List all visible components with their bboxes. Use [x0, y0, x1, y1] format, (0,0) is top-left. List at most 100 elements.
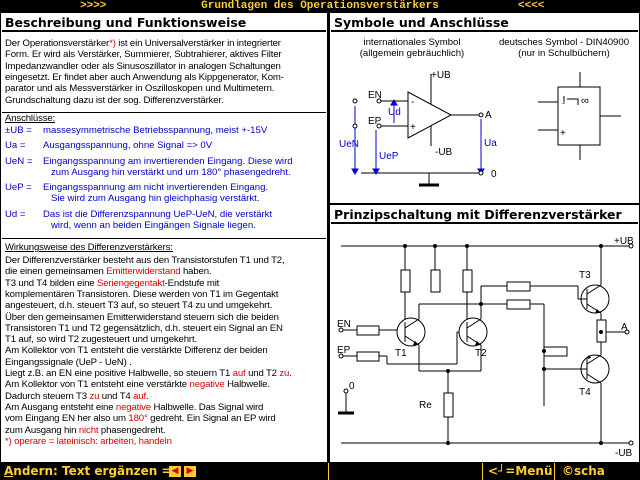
intro-line: Der Operationsverstärker*) ist ein Unive… [5, 38, 281, 49]
connection-key: ±UB = [5, 125, 32, 136]
connection-definition: Ua = Ausgangsspannung, ohne Signal => 0V [5, 140, 212, 152]
sch-re: Re [419, 400, 432, 411]
t2-circle [458, 317, 488, 347]
intl-symbol-sublabel: (allgemein gebräuchlich) [359, 48, 465, 59]
de-symbol-sublabel: (nur in Schulbüchern) [518, 48, 610, 59]
connection-value: Eingangsspannung am nicht invertierenden… [43, 182, 269, 194]
function-title: Wirkungsweise des Differenzverstärkers: [5, 242, 173, 253]
sch-zero: 0 [349, 381, 355, 392]
intro-line: Impedanzwandler oder als Sinusoszillator… [5, 60, 281, 72]
sch-ub-minus: -UB [615, 448, 633, 459]
function-line: *) operare = lateinisch: arbeiten, hande… [5, 435, 172, 447]
sch-ep: EP [337, 345, 351, 356]
ud-label: Ud [388, 107, 401, 118]
intl-opamp-symbol [361, 74, 481, 187]
function-line: Am Ausgang entsteht eine negative Halbwe… [5, 401, 264, 413]
divider [482, 463, 483, 480]
connection-value: Ausgangsspannung, ohne Signal => 0V [43, 140, 213, 152]
divider [2, 112, 326, 113]
menu-button[interactable]: <┘=Menü [488, 464, 553, 478]
connection-key: Ud = [5, 208, 26, 220]
din-plus: + [560, 128, 566, 139]
connection-key: UeP = [5, 182, 32, 194]
sch-a: A [621, 322, 628, 333]
prev-page-button[interactable]: ◀ [169, 466, 181, 477]
function-line: T1 auf, so wird T2 zugesteuert und umgek… [5, 334, 197, 346]
din-minus: - [562, 98, 565, 109]
connections-title: Anschlüsse: [5, 113, 56, 124]
plus-sign: + [410, 122, 416, 133]
divider [328, 463, 329, 480]
opamp-triangle [407, 91, 453, 139]
sch-t4: T4 [579, 387, 591, 398]
sch-en: EN [337, 319, 351, 330]
schematic-header: Prinzipschaltung mit Differenzverstärker [331, 206, 638, 224]
differential-amplifier-schematic: +UB -UB EN EP A 0 T1 T2 T3 T4 Re [337, 236, 634, 459]
connection-value: Eingangsspannung am invertierenden Einga… [43, 155, 293, 167]
arrows-right: <<<< [518, 0, 545, 12]
t1-circle [396, 317, 426, 347]
function-line: Eingangssignale (UeP - UeN) . [5, 356, 132, 368]
din-infinity: ∞ [581, 95, 589, 107]
function-line: Dadurch steuern T3 zu und T4 auf. [5, 390, 149, 402]
function-line: Liegt z.B. an EN eine positive Halbwelle… [5, 368, 292, 379]
uen-label: UeN [339, 139, 359, 150]
function-line: die einen gemeinsamen Emitterwiderstand … [5, 266, 212, 278]
arrows-left: >>>> [80, 0, 107, 12]
en-label: EN [368, 90, 382, 101]
voltage-arrows [351, 99, 485, 175]
connection-key: Ua = [5, 140, 26, 152]
connection-definition: UeP = Eingangsspannung am nicht invertier… [5, 182, 268, 204]
connection-value: Sie wird zum Ausgang hin gleichphasig ve… [51, 193, 260, 205]
function-line: Am Kollektor von T1 entsteht die verstär… [5, 345, 268, 357]
intl-symbol-label: internationales Symbol [363, 37, 461, 48]
connection-definition: UeN = Eingangsspannung am invertierenden … [5, 155, 293, 178]
function-line: angesteuert, d.h. steuert T3 auf, so ste… [5, 300, 273, 312]
divider [554, 463, 555, 480]
function-line: Der Differenzverstärker besteht aus den … [5, 255, 285, 266]
connection-value: wird, wenn an beiden Eingängen Signale l… [51, 220, 256, 232]
function-line: vom Eingang EN her also um 180° gedreht.… [5, 413, 276, 425]
minus-sign: - [411, 97, 414, 108]
ep-label: EP [368, 116, 382, 127]
connection-key: UeN = [5, 155, 33, 167]
connection-definition: Ud = Das ist die Differenzspannung UeP-Ue… [5, 208, 272, 231]
sch-t3: T3 [579, 270, 591, 281]
description-header: Beschreibung und Funktionsweise [2, 14, 326, 32]
function-line: Über den gemeinsamen Emitterwiderstand s… [5, 311, 279, 323]
next-page-button[interactable]: ▶ [184, 466, 196, 477]
intro-line: eingesetzt. Er findet aber auch Anwendun… [5, 71, 284, 83]
symbols-panel: Symbole und Anschlüsse internationales S… [330, 13, 639, 203]
ub-plus-label: +UB [431, 70, 451, 81]
sch-ub-plus: +UB [614, 236, 634, 247]
symbols-header: Symbole und Anschlüsse [331, 14, 638, 32]
junctions [403, 244, 603, 445]
intro-line: parator und als Messverstärker in Oszill… [5, 83, 275, 95]
intro-line: Grundschaltung dazu ist der sog. Differe… [5, 94, 224, 106]
status-bar: Andern: Text ergänzen = ◀ ▶ <┘=Menü ©sch… [0, 463, 640, 480]
schematic-panel: Prinzipschaltung mit Differenzverstärker [330, 205, 639, 462]
connection-value: zum Ausgang hin verstärkt und um 180° ph… [51, 166, 291, 178]
description-panel: Beschreibung und Funktionsweise Der Oper… [1, 13, 327, 462]
output-a-label: A [485, 110, 492, 121]
sch-t1: T1 [395, 348, 407, 359]
author-label: ©scha [562, 464, 605, 478]
zero-label: 0 [491, 169, 497, 180]
page-title: Grundlagen des Operationsverstärkers [201, 0, 439, 12]
uep-label: UeP [379, 151, 399, 162]
function-line: T3 und T4 bilden eine Seriengegentakt-En… [5, 277, 220, 289]
title-bar: Grundlagen des Operationsverstärkers >>>… [0, 0, 640, 13]
function-line: komplementären Transistoren. Diese werde… [5, 288, 279, 300]
edit-text-link[interactable]: Andern: Text ergänzen = [4, 464, 172, 478]
ua-label: Ua [484, 138, 497, 149]
connection-value: Das ist die Differenzspannung UeP-UeN, d… [43, 208, 273, 220]
ub-minus-label: -UB [435, 147, 453, 158]
opamp-symbols-diagram: +UB -UB EN EP A 0 - + Ud UeN UeP Ua - + … [339, 70, 621, 187]
intro-line: Form. Er wird als Verstärker, Summierer,… [5, 49, 282, 61]
connection-definition: ±UB = massesymmetrische Betriebsspannung,… [5, 125, 267, 136]
function-line: Transistoren T1 und T2 gegensätzlich, d.… [5, 322, 283, 334]
function-line: Am Kollektor von T1 entsteht eine verstä… [5, 379, 270, 391]
de-symbol-label: deutsches Symbol - DIN40900 [498, 37, 630, 48]
divider [2, 238, 326, 239]
connection-value: massesymmetrische Betriebsspannung, meis… [43, 125, 268, 136]
